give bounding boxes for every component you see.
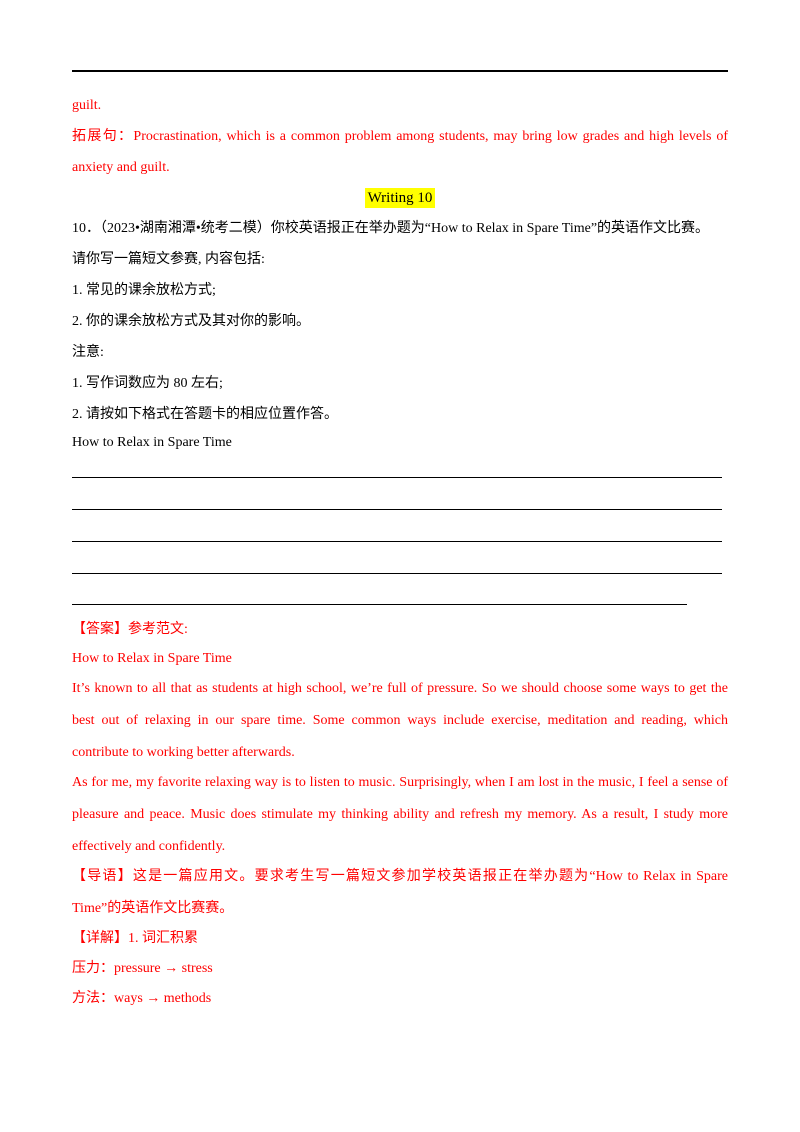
answer-line <box>72 541 722 542</box>
essay-title: How to Relax in Spare Time <box>72 435 232 450</box>
question-line: 1. 常见的课余放松方式; <box>72 283 216 298</box>
header-rule <box>72 70 728 72</box>
text-line: guilt. <box>72 98 102 113</box>
answer-line-text: best out of relaxing in our spare time. … <box>72 713 728 728</box>
detail-line: 【详解】1. 词汇积累 <box>72 931 198 946</box>
answer-line <box>72 509 722 510</box>
guide-line: Time”的英语作文比赛赛。 <box>72 901 234 916</box>
section-title: Writing 10 <box>364 188 436 208</box>
guide-line: 【导语】这是一篇应用文。要求考生写一篇短文参加学校英语报正在举办题为“How t… <box>72 869 728 884</box>
vocab-line: 方法：ways → methods <box>72 991 212 1006</box>
answer-line-text: It’s known to all that as students at hi… <box>72 681 728 696</box>
question-line: 请你写一篇短文参赛, 内容包括: <box>72 252 265 267</box>
answer-line-text: As for me, my favorite relaxing way is t… <box>72 775 728 790</box>
answer-line-text: effectively and confidently. <box>72 839 226 854</box>
question-line: 10．（2023•湖南湘潭•统考二模）你校英语报正在举办题为“How to Re… <box>72 221 710 236</box>
answer-line <box>72 573 722 574</box>
question-line: 2. 你的课余放松方式及其对你的影响。 <box>72 314 310 329</box>
text-line: anxiety and guilt. <box>72 160 170 175</box>
answer-line <box>72 477 722 478</box>
question-line: 注意: <box>72 345 104 360</box>
answer-heading: 【答案】参考范文: <box>72 622 188 637</box>
answer-line <box>72 604 687 605</box>
answer-line-text: contribute to working better afterwards. <box>72 745 295 760</box>
answer-title: How to Relax in Spare Time <box>72 651 232 666</box>
question-line: 1. 写作词数应为 80 左右; <box>72 376 223 391</box>
section-title-wrap: Writing 10 <box>0 188 800 208</box>
vocab-line: 压力：pressure → stress <box>72 961 213 976</box>
question-line: 2. 请按如下格式在答题卡的相应位置作答。 <box>72 407 338 422</box>
text-line: 拓展句：Procrastination, which is a common p… <box>72 129 728 144</box>
answer-line-text: pleasure and peace. Music does stimulate… <box>72 807 728 822</box>
